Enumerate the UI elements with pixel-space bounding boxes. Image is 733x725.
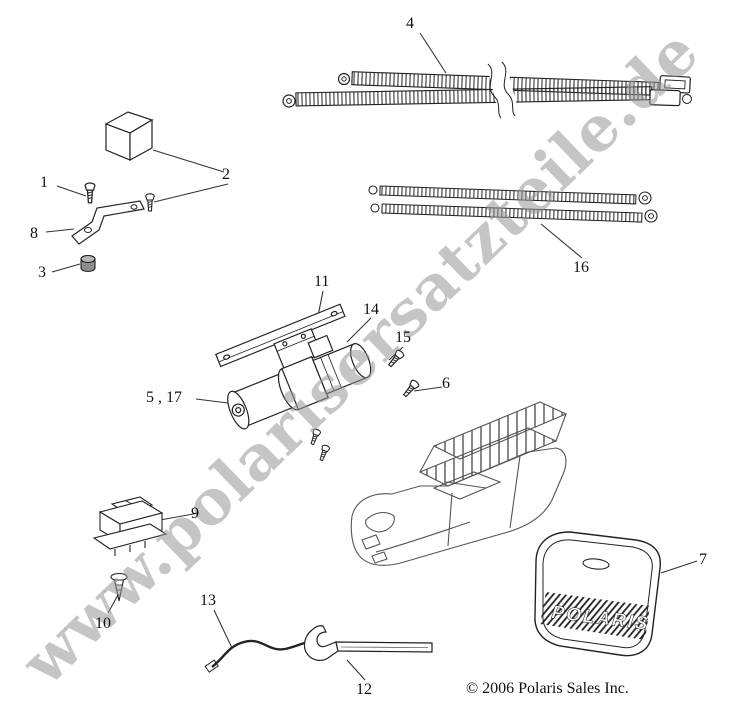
copyright-text: © 2006 Polaris Sales Inc. bbox=[466, 680, 629, 697]
callout-label-3: 3 bbox=[38, 264, 46, 281]
callout-label-13: 13 bbox=[200, 592, 216, 609]
leader-lines bbox=[45, 32, 698, 681]
roller-cable bbox=[204, 639, 317, 673]
winch-switch bbox=[92, 496, 168, 556]
callout-label-10: 10 bbox=[95, 615, 111, 632]
grille-panel: POLARIS bbox=[534, 531, 661, 657]
push-rivet bbox=[110, 572, 128, 602]
callout-label-7: 7 bbox=[699, 551, 707, 568]
relay-screw bbox=[145, 193, 155, 212]
relay-box bbox=[104, 111, 154, 162]
winch-power-cable bbox=[282, 61, 692, 119]
callout-label-2: 2 bbox=[222, 166, 230, 183]
callout-label-5-17: 5 , 17 bbox=[146, 389, 182, 406]
callout-label-11: 11 bbox=[314, 273, 330, 290]
callout-label-15: 15 bbox=[395, 329, 411, 346]
wrench bbox=[303, 625, 433, 661]
callout-label-14: 14 bbox=[363, 301, 379, 318]
mounting-bracket bbox=[71, 200, 145, 245]
callout-label-1: 1 bbox=[40, 174, 48, 191]
callout-label-12: 12 bbox=[356, 681, 372, 698]
front-bumper-assembly bbox=[350, 401, 568, 566]
callout-label-16: 16 bbox=[573, 259, 589, 276]
callout-label-8: 8 bbox=[30, 225, 38, 242]
winch-assembly bbox=[215, 303, 372, 430]
callout-label-6: 6 bbox=[442, 375, 450, 392]
bushing bbox=[80, 254, 96, 273]
callout-label-4: 4 bbox=[406, 15, 414, 32]
bolt bbox=[84, 182, 96, 204]
callout-label-9: 9 bbox=[191, 505, 199, 522]
coiled-cable-pair bbox=[368, 185, 658, 223]
